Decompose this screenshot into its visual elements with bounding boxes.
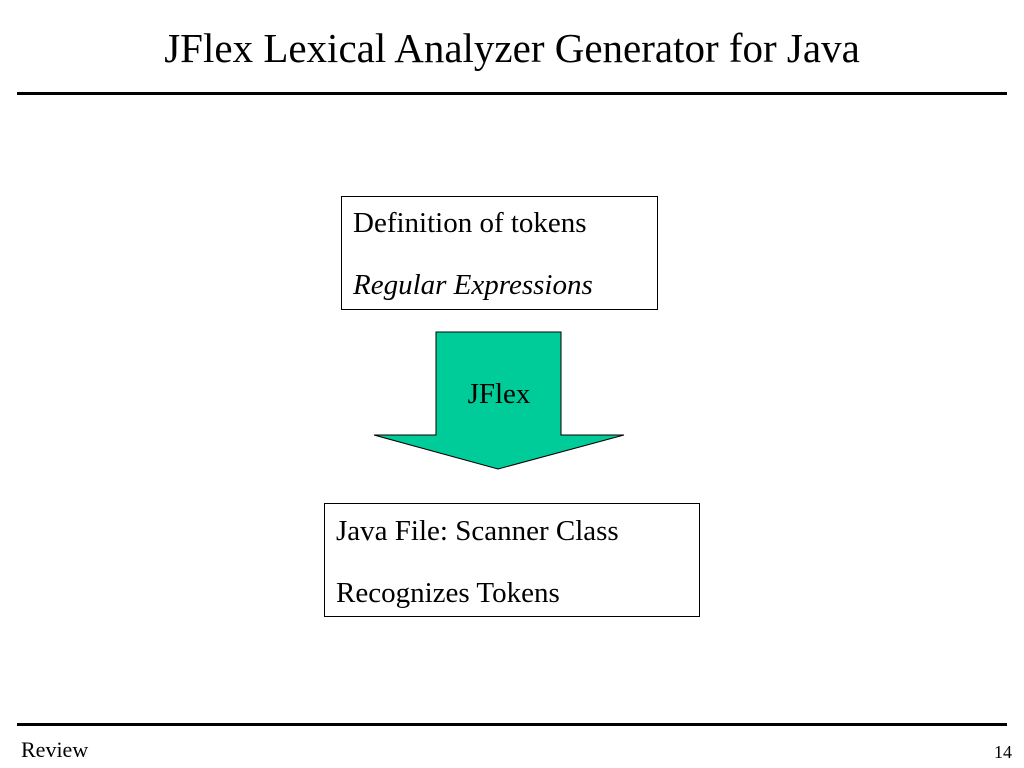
jflex-arrow-label: JFlex (467, 378, 531, 410)
page-number: 14 (994, 742, 1012, 762)
footer-section-label: Review (21, 737, 89, 762)
title-divider (17, 92, 1007, 95)
footer-divider (17, 723, 1007, 726)
recognizes-tokens-label: Recognizes Tokens (336, 577, 560, 609)
arrow-shape (373, 331, 625, 470)
slide-title: JFlex Lexical Analyzer Generator for Jav… (164, 25, 860, 71)
scanner-class-label: Java File: Scanner Class (336, 515, 619, 547)
token-definition-label: Definition of tokens (353, 207, 587, 239)
regular-expressions-label: Regular Expressions (353, 269, 593, 301)
down-arrow-icon (373, 331, 625, 470)
token-definition-box: Definition of tokens Regular Expressions (341, 196, 658, 310)
scanner-class-box: Java File: Scanner Class Recognizes Toke… (324, 503, 700, 617)
